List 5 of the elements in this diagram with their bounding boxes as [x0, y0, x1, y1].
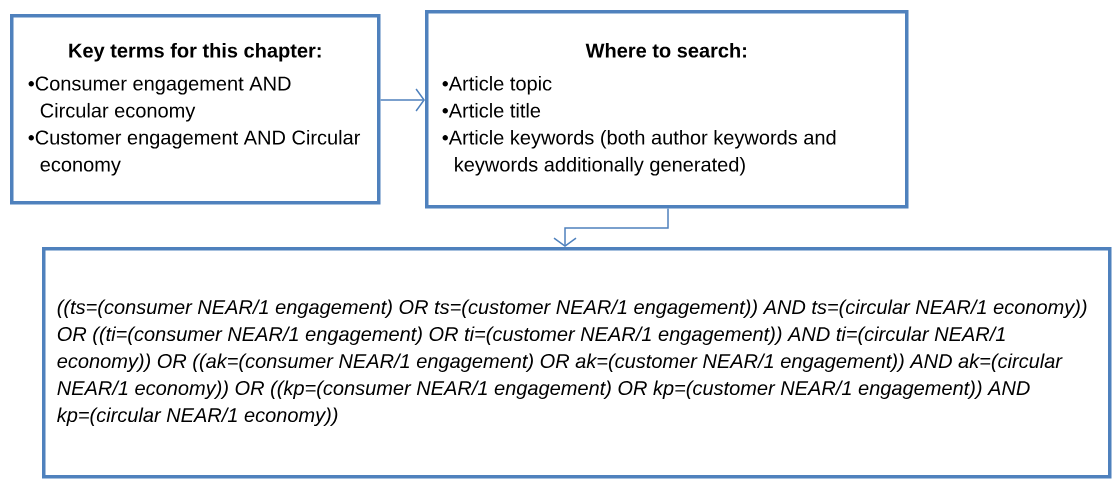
arrow: [553, 207, 669, 247]
search-fields-box: Where to search: •Article topic •Article title •Article keywords (both author keywords and keywords additionally generated): [425, 10, 909, 209]
query-box: ((ts=(consumer NEAR/1 engagement) OR ts=(customer NEAR/1 engagement)) AND ts=(circular NEAR/1 economy)) OR ((ti=(consumer NEAR/1 engagement) OR ti=(customer NEAR/1 engagement)) AND ti=(circular NEAR/1 economy)) OR ((ak=(consumer NEAR/1 engagement) OR ak=(customer NEAR/1 engagement)) AND ak=(circular NEAR/1 economy)) OR ((kp=(consumer NEAR/1 engagement) OR kp=(customer NEAR/1 engagement)) AND kp=(circular NEAR/1 economy)): [42, 247, 1112, 479]
arrow: [379, 88, 425, 112]
search-terms-box: Key terms for this chapter: •Consumer engagement AND Circular economy •Customer engagement AND Circular economy: [10, 14, 381, 205]
